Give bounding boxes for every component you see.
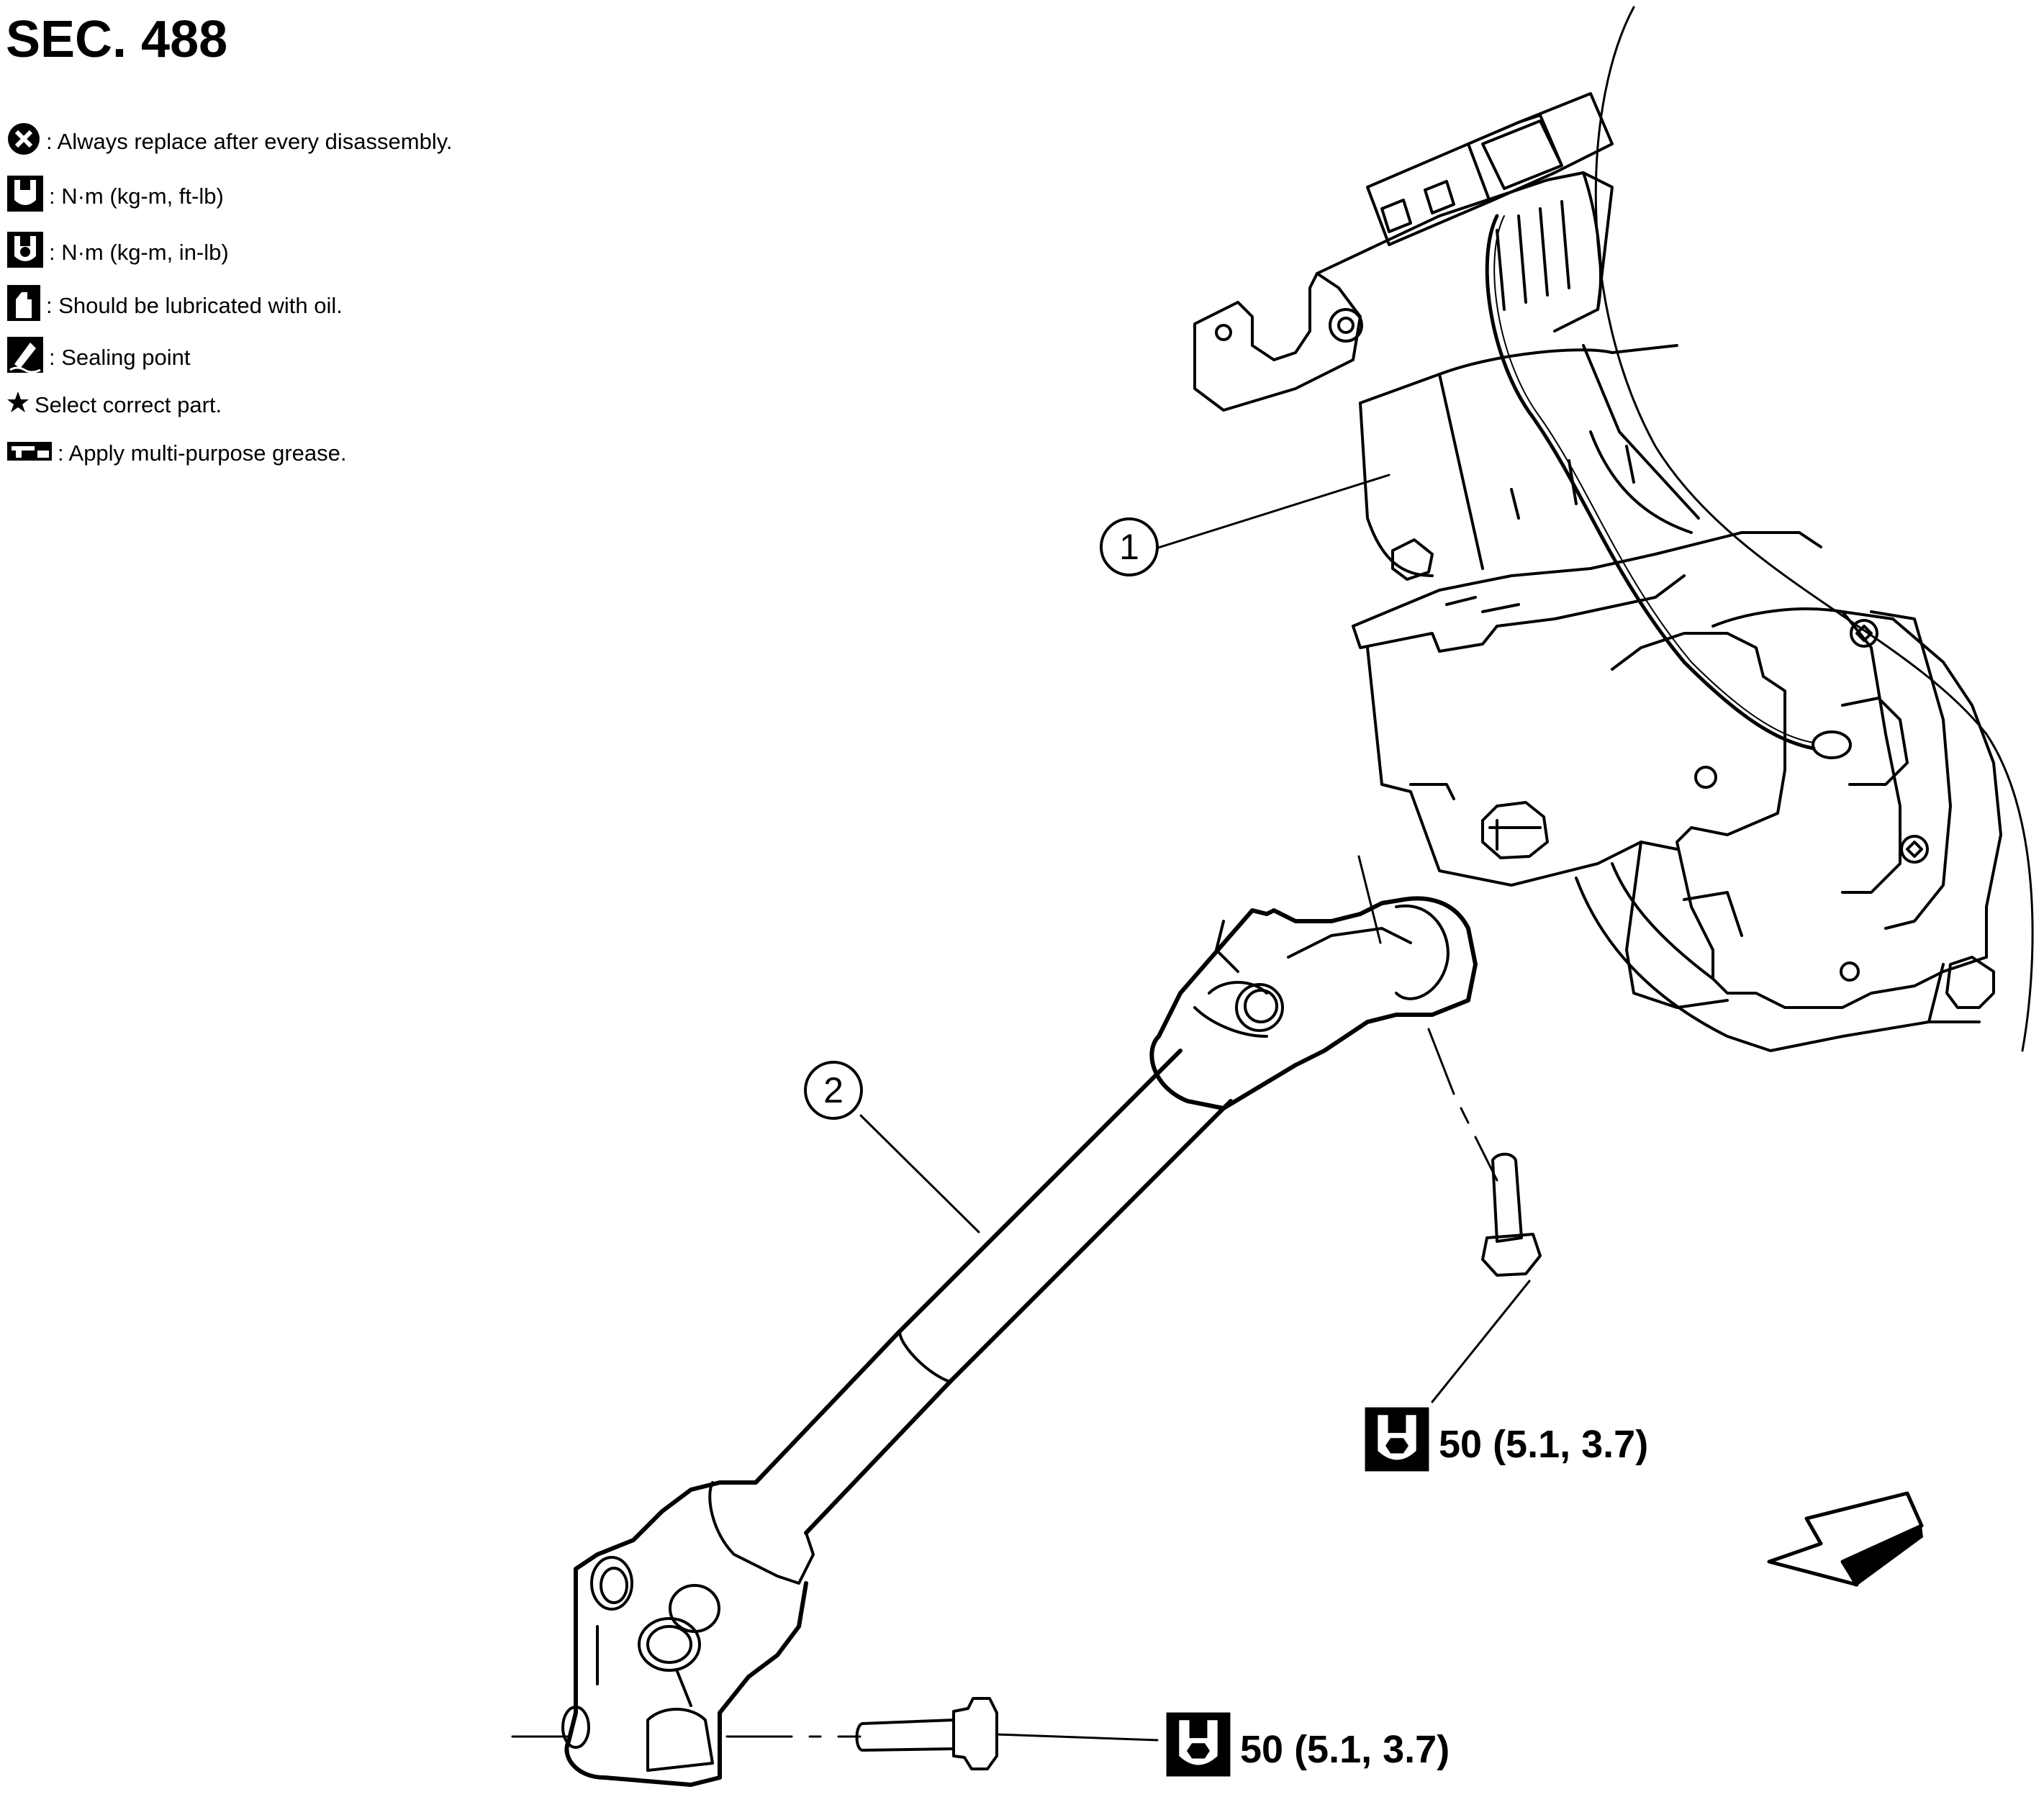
- intermediate-shaft: [561, 896, 1478, 1787]
- torque-value: 50 (5.1, 3.7): [1439, 1422, 1649, 1466]
- legend-item-sealing: : Sealing point: [6, 335, 190, 380]
- oil-can-icon: [6, 284, 46, 328]
- legend-item-select-part: Select correct part.: [6, 390, 222, 420]
- front-direction-arrow-icon: [1767, 1491, 1924, 1587]
- legend-item-torque-inlb: : N·m (kg-m, in-lb): [6, 230, 229, 275]
- torque-spec-upper: 50 (5.1, 3.7): [1362, 1405, 1648, 1483]
- lower-bolt: [855, 1697, 998, 1770]
- legend-text: : Always replace after every disassembly…: [46, 129, 453, 154]
- torque-value: 50 (5.1, 3.7): [1240, 1727, 1450, 1771]
- star-icon: [6, 390, 35, 420]
- torque-spec-lower: 50 (5.1, 3.7): [1164, 1710, 1450, 1788]
- legend-text: : Sealing point: [49, 345, 191, 370]
- sealing-point-icon: [6, 335, 49, 380]
- legend-text: : Should be lubricated with oil.: [46, 293, 343, 318]
- torque-ftlb-icon: [6, 174, 49, 219]
- legend-text: : N·m (kg-m, ft-lb): [49, 184, 224, 209]
- legend-text: Select correct part.: [35, 392, 222, 417]
- section-title: SEC. 488: [6, 11, 228, 68]
- dashboard-outline: [1594, 6, 2034, 1052]
- upper-bolt-leader: [1431, 1280, 1531, 1403]
- callout-leader-2: [859, 1114, 980, 1234]
- grease-icon: [6, 438, 58, 469]
- legend-item-oil: : Should be lubricated with oil.: [6, 284, 343, 328]
- legend-text: : N·m (kg-m, in-lb): [49, 240, 229, 265]
- legend-item-grease: : Apply multi-purpose grease.: [6, 438, 347, 469]
- callout-part-1: 1: [1100, 517, 1159, 576]
- callout-leader-1: [1154, 474, 1390, 550]
- upper-bolt: [1481, 1152, 1542, 1277]
- legend-item-always-replace: : Always replace after every disassembly…: [6, 121, 453, 163]
- steering-column-assembly: [1193, 92, 2002, 1052]
- callout-part-2: 2: [804, 1061, 863, 1120]
- torque-wrench-icon: [1164, 1710, 1240, 1788]
- always-replace-icon: [6, 121, 46, 163]
- torque-inlb-icon: [6, 230, 49, 275]
- lower-bolt-leader: [995, 1733, 1159, 1742]
- legend-item-torque-ftlb: : N·m (kg-m, ft-lb): [6, 174, 224, 219]
- torque-wrench-icon: [1362, 1405, 1439, 1483]
- legend-text: : Apply multi-purpose grease.: [58, 440, 347, 466]
